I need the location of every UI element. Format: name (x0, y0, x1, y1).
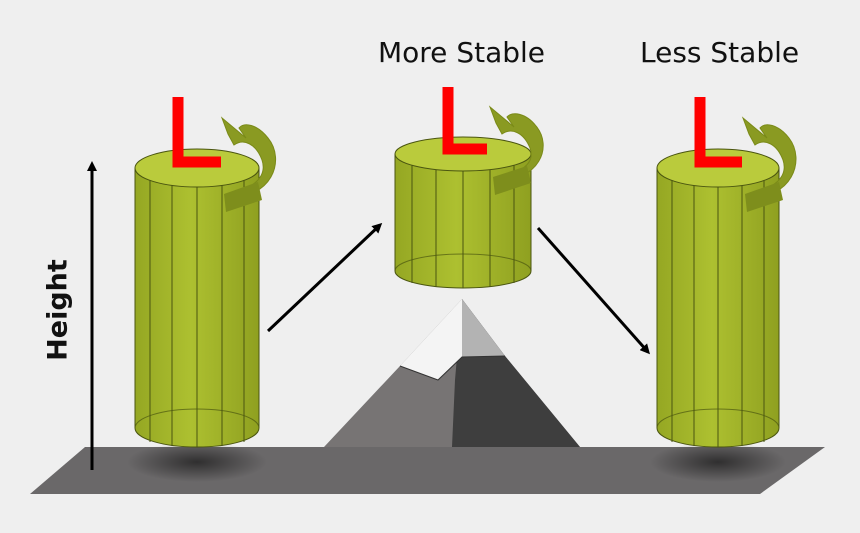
more-stable-label: More Stable (378, 36, 546, 69)
rotation-arrow-icon (220, 116, 277, 212)
column-shadow (650, 442, 786, 482)
column-shadow (127, 442, 267, 482)
rotation-arrow-icon (488, 105, 544, 195)
less-stable-label: Less Stable (640, 36, 800, 69)
angular-momentum-icon (172, 97, 221, 168)
height-axis-label: Height (42, 259, 74, 361)
column-middle (394, 87, 544, 289)
mountain (324, 299, 580, 447)
column-right (650, 97, 797, 482)
angular-momentum-icon (694, 97, 742, 168)
angular-momentum-icon (442, 87, 487, 155)
column-left (127, 97, 277, 482)
transition-arrow-icon (266, 222, 383, 333)
transition-arrow-icon (536, 227, 650, 355)
rotation-arrow-icon (741, 116, 797, 212)
